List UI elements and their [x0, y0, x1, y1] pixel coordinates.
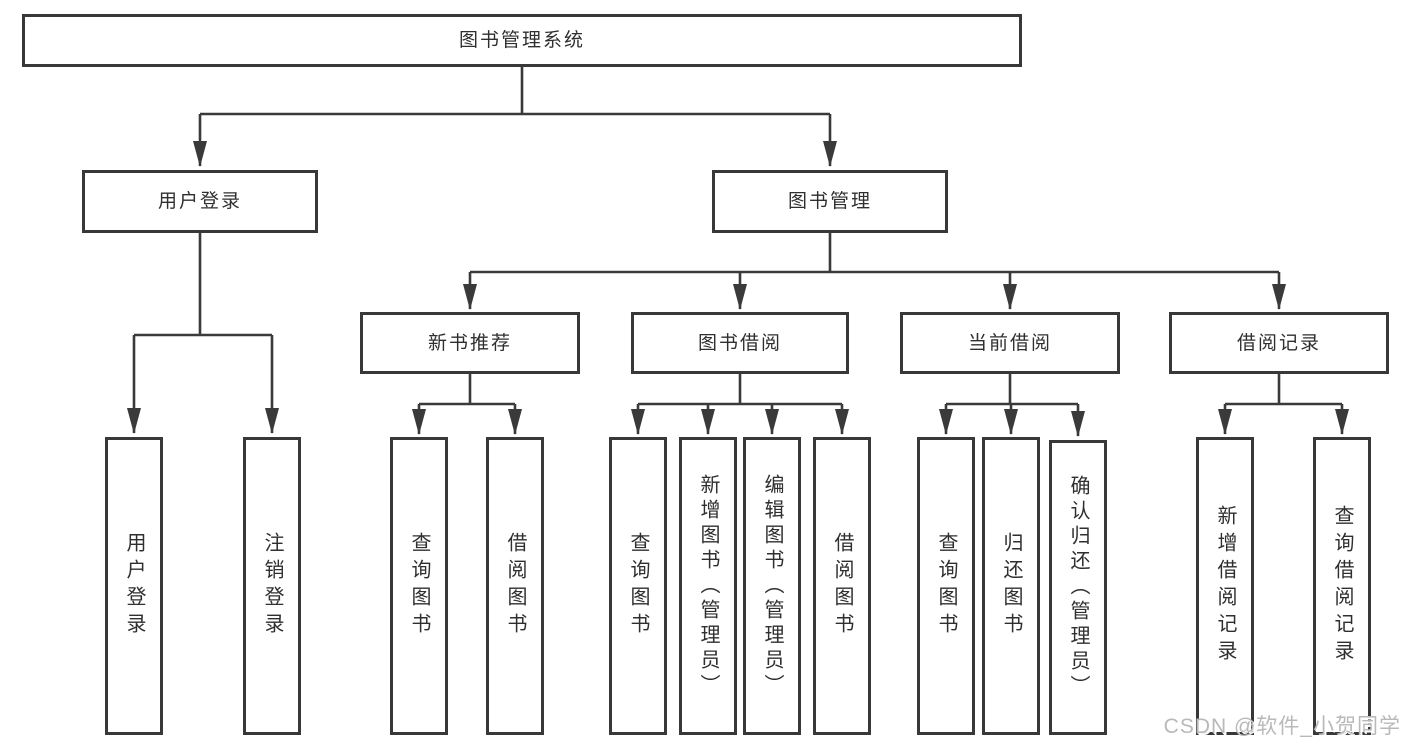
node-current-borrow: 当前借阅	[900, 312, 1120, 374]
leaf-user-login: 用户登录	[105, 437, 163, 735]
node-user-login-branch: 用户登录	[82, 170, 318, 233]
leaf-query-books-3: 查询图书	[917, 437, 975, 735]
leaf-logout: 注销登录	[243, 437, 301, 735]
leaf-add-book-admin: 新增图书（管理员）	[679, 437, 737, 735]
leaf-confirm-return-admin: 确认归还（管理员）	[1049, 440, 1107, 735]
leaf-return-book: 归还图书	[982, 437, 1040, 735]
leaf-edit-book-admin: 编辑图书（管理员）	[743, 437, 801, 735]
leaf-add-borrow-record: 新增借阅记录	[1196, 437, 1254, 735]
leaf-borrow-books-1: 借阅图书	[486, 437, 544, 735]
leaf-query-books-2: 查询图书	[609, 437, 667, 735]
node-new-book-recommend: 新书推荐	[360, 312, 580, 374]
leaf-query-borrow-record: 查询借阅记录	[1313, 437, 1371, 735]
watermark: CSDN @软件_小贺同学	[1163, 715, 1401, 738]
leaf-borrow-books-2: 借阅图书	[813, 437, 871, 735]
node-borrow-records: 借阅记录	[1169, 312, 1389, 374]
node-book-borrow: 图书借阅	[631, 312, 849, 374]
node-root-system: 图书管理系统	[22, 14, 1022, 67]
node-book-management-branch: 图书管理	[712, 170, 948, 233]
leaf-query-books-1: 查询图书	[390, 437, 448, 735]
